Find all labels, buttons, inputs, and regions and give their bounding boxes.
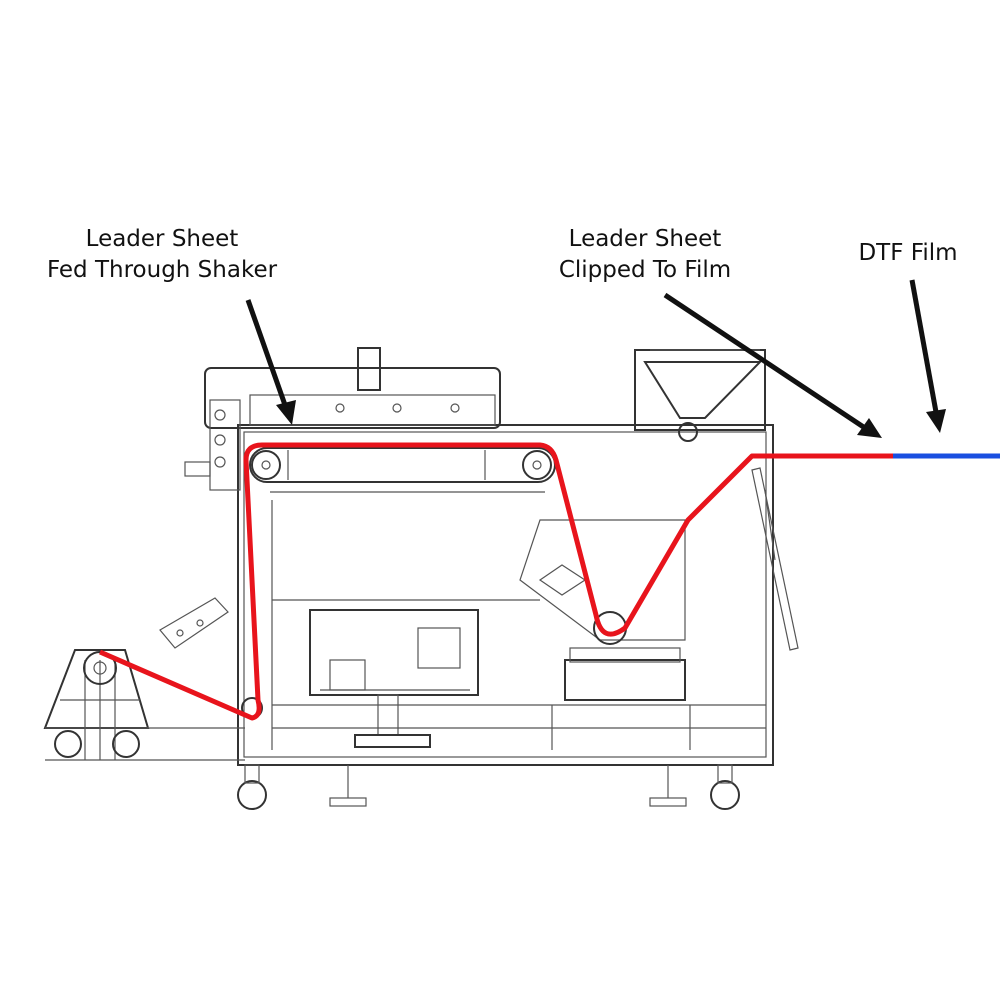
label-line1: Leader Sheet [85,226,239,252]
label-leader-sheet-clipped: Leader Sheet Clipped To Film [559,224,731,286]
arrows [245,279,946,438]
label-leader-sheet-fed: Leader Sheet Fed Through Shaker [47,224,277,286]
machine-drawing [43,347,799,810]
label-dtf-film: DTF Film [858,240,958,266]
label-line2: Clipped To Film [558,257,732,283]
label-line1: Leader Sheet [568,226,722,252]
leader-sheet-path [99,442,893,721]
arrow-shaker [245,299,288,406]
arrow-film [909,279,939,413]
arrow-clipped [663,292,867,431]
label-line2: Fed Through Shaker [46,257,278,283]
arrow-clipped-head [857,418,882,438]
arrow-film-head [926,409,946,433]
arrow-shaker-head [276,400,296,425]
